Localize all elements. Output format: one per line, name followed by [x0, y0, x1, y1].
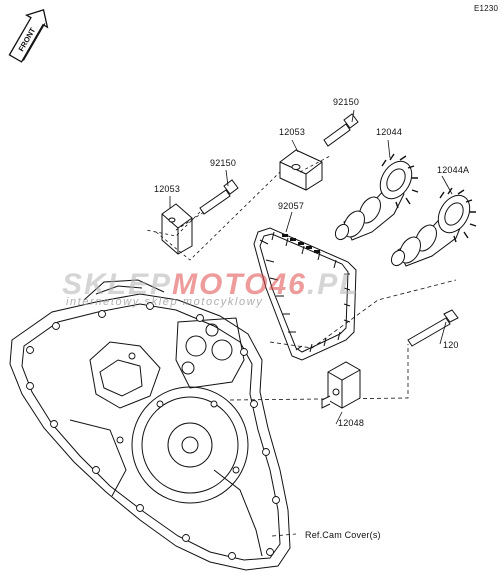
bolt-92150-left [199, 179, 239, 215]
watermark-part-3: 46 [269, 268, 307, 301]
callout-ref-cam-cover: Ref.Cam Cover(s) [305, 530, 381, 540]
callout-bolt-left: 92150 [210, 158, 237, 168]
watermark-part-4: .PL [306, 268, 360, 301]
camshaft-12044a [390, 187, 477, 267]
leader-lines [169, 109, 453, 425]
tensioner-bolt-120 [407, 309, 459, 347]
callout-chain-tensioner: 12048 [338, 418, 365, 428]
callout-camshaft-right: 12044A [437, 165, 470, 175]
chain-guide-upper [279, 149, 323, 191]
cam-chain-crossbar [282, 234, 320, 253]
watermark-url: internetowy sklep motocyklowy [66, 296, 264, 308]
callout-cam-chain: 92057 [278, 201, 305, 211]
watermark-part-2: MOTO [172, 268, 270, 301]
bolt-92150-upper [323, 113, 359, 147]
callout-bolt-upper: 92150 [333, 97, 360, 107]
callout-camshaft-left: 12044 [376, 127, 403, 137]
assembly-lines [145, 155, 331, 261]
diagram-code: E1230 [474, 4, 499, 13]
chain-guide-left [161, 203, 193, 255]
cam-cover-reference-lines [229, 279, 457, 537]
chain-tensioner-12048 [321, 361, 361, 409]
watermark-part-1: SKLEP [62, 268, 173, 301]
crankcase [9, 279, 291, 571]
crankcase-bolt-holes [26, 302, 280, 560]
watermark-logo: SKLEPMOTO46.PL [62, 268, 360, 302]
camshaft-12044 [334, 153, 419, 241]
callout-tensioner-left: 12053 [154, 184, 181, 194]
callout-tensioner-bolt: 120 [443, 340, 459, 350]
front-direction-marker: FRONT [8, 9, 49, 63]
cam-chain [253, 227, 357, 361]
callout-tensioner-upper: 12053 [279, 127, 306, 137]
